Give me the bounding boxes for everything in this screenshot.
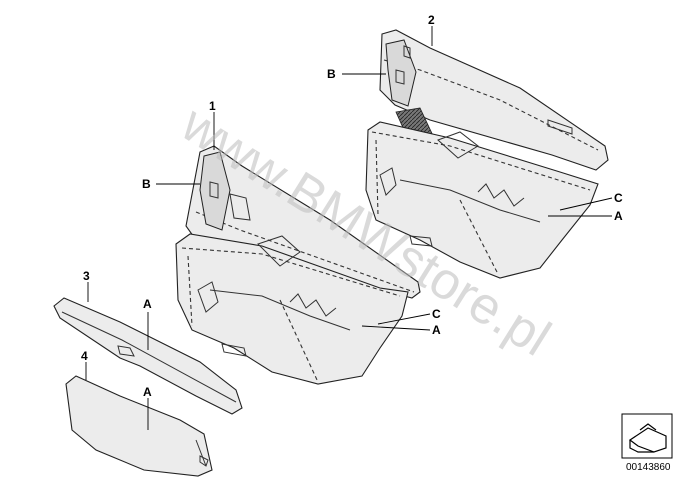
callout-labels: 1 2 3 4 B B C A C A A A xyxy=(81,13,623,399)
callout-a-strip-4: A xyxy=(143,385,152,399)
door-trim-panel-rear[interactable] xyxy=(365,29,609,279)
leader-lines xyxy=(85,26,613,430)
callout-c-rear: C xyxy=(614,191,623,205)
callout-2: 2 xyxy=(428,13,435,27)
callout-a-strip-3: A xyxy=(143,297,152,311)
callout-a-front: A xyxy=(432,323,441,337)
trim-strip-lower[interactable] xyxy=(65,375,213,477)
callout-1: 1 xyxy=(209,99,216,113)
callout-4: 4 xyxy=(81,349,88,363)
catalog-number: 00143860 xyxy=(626,462,671,473)
callout-c-front: C xyxy=(432,307,441,321)
callout-b-front: B xyxy=(142,177,151,191)
callout-3: 3 xyxy=(83,269,90,283)
callout-a-rear: A xyxy=(614,209,623,223)
door-trim-panel-front[interactable] xyxy=(175,145,421,385)
callout-b-rear: B xyxy=(327,67,336,81)
orientation-icon xyxy=(621,413,673,459)
trim-strip-upper[interactable] xyxy=(53,297,243,415)
